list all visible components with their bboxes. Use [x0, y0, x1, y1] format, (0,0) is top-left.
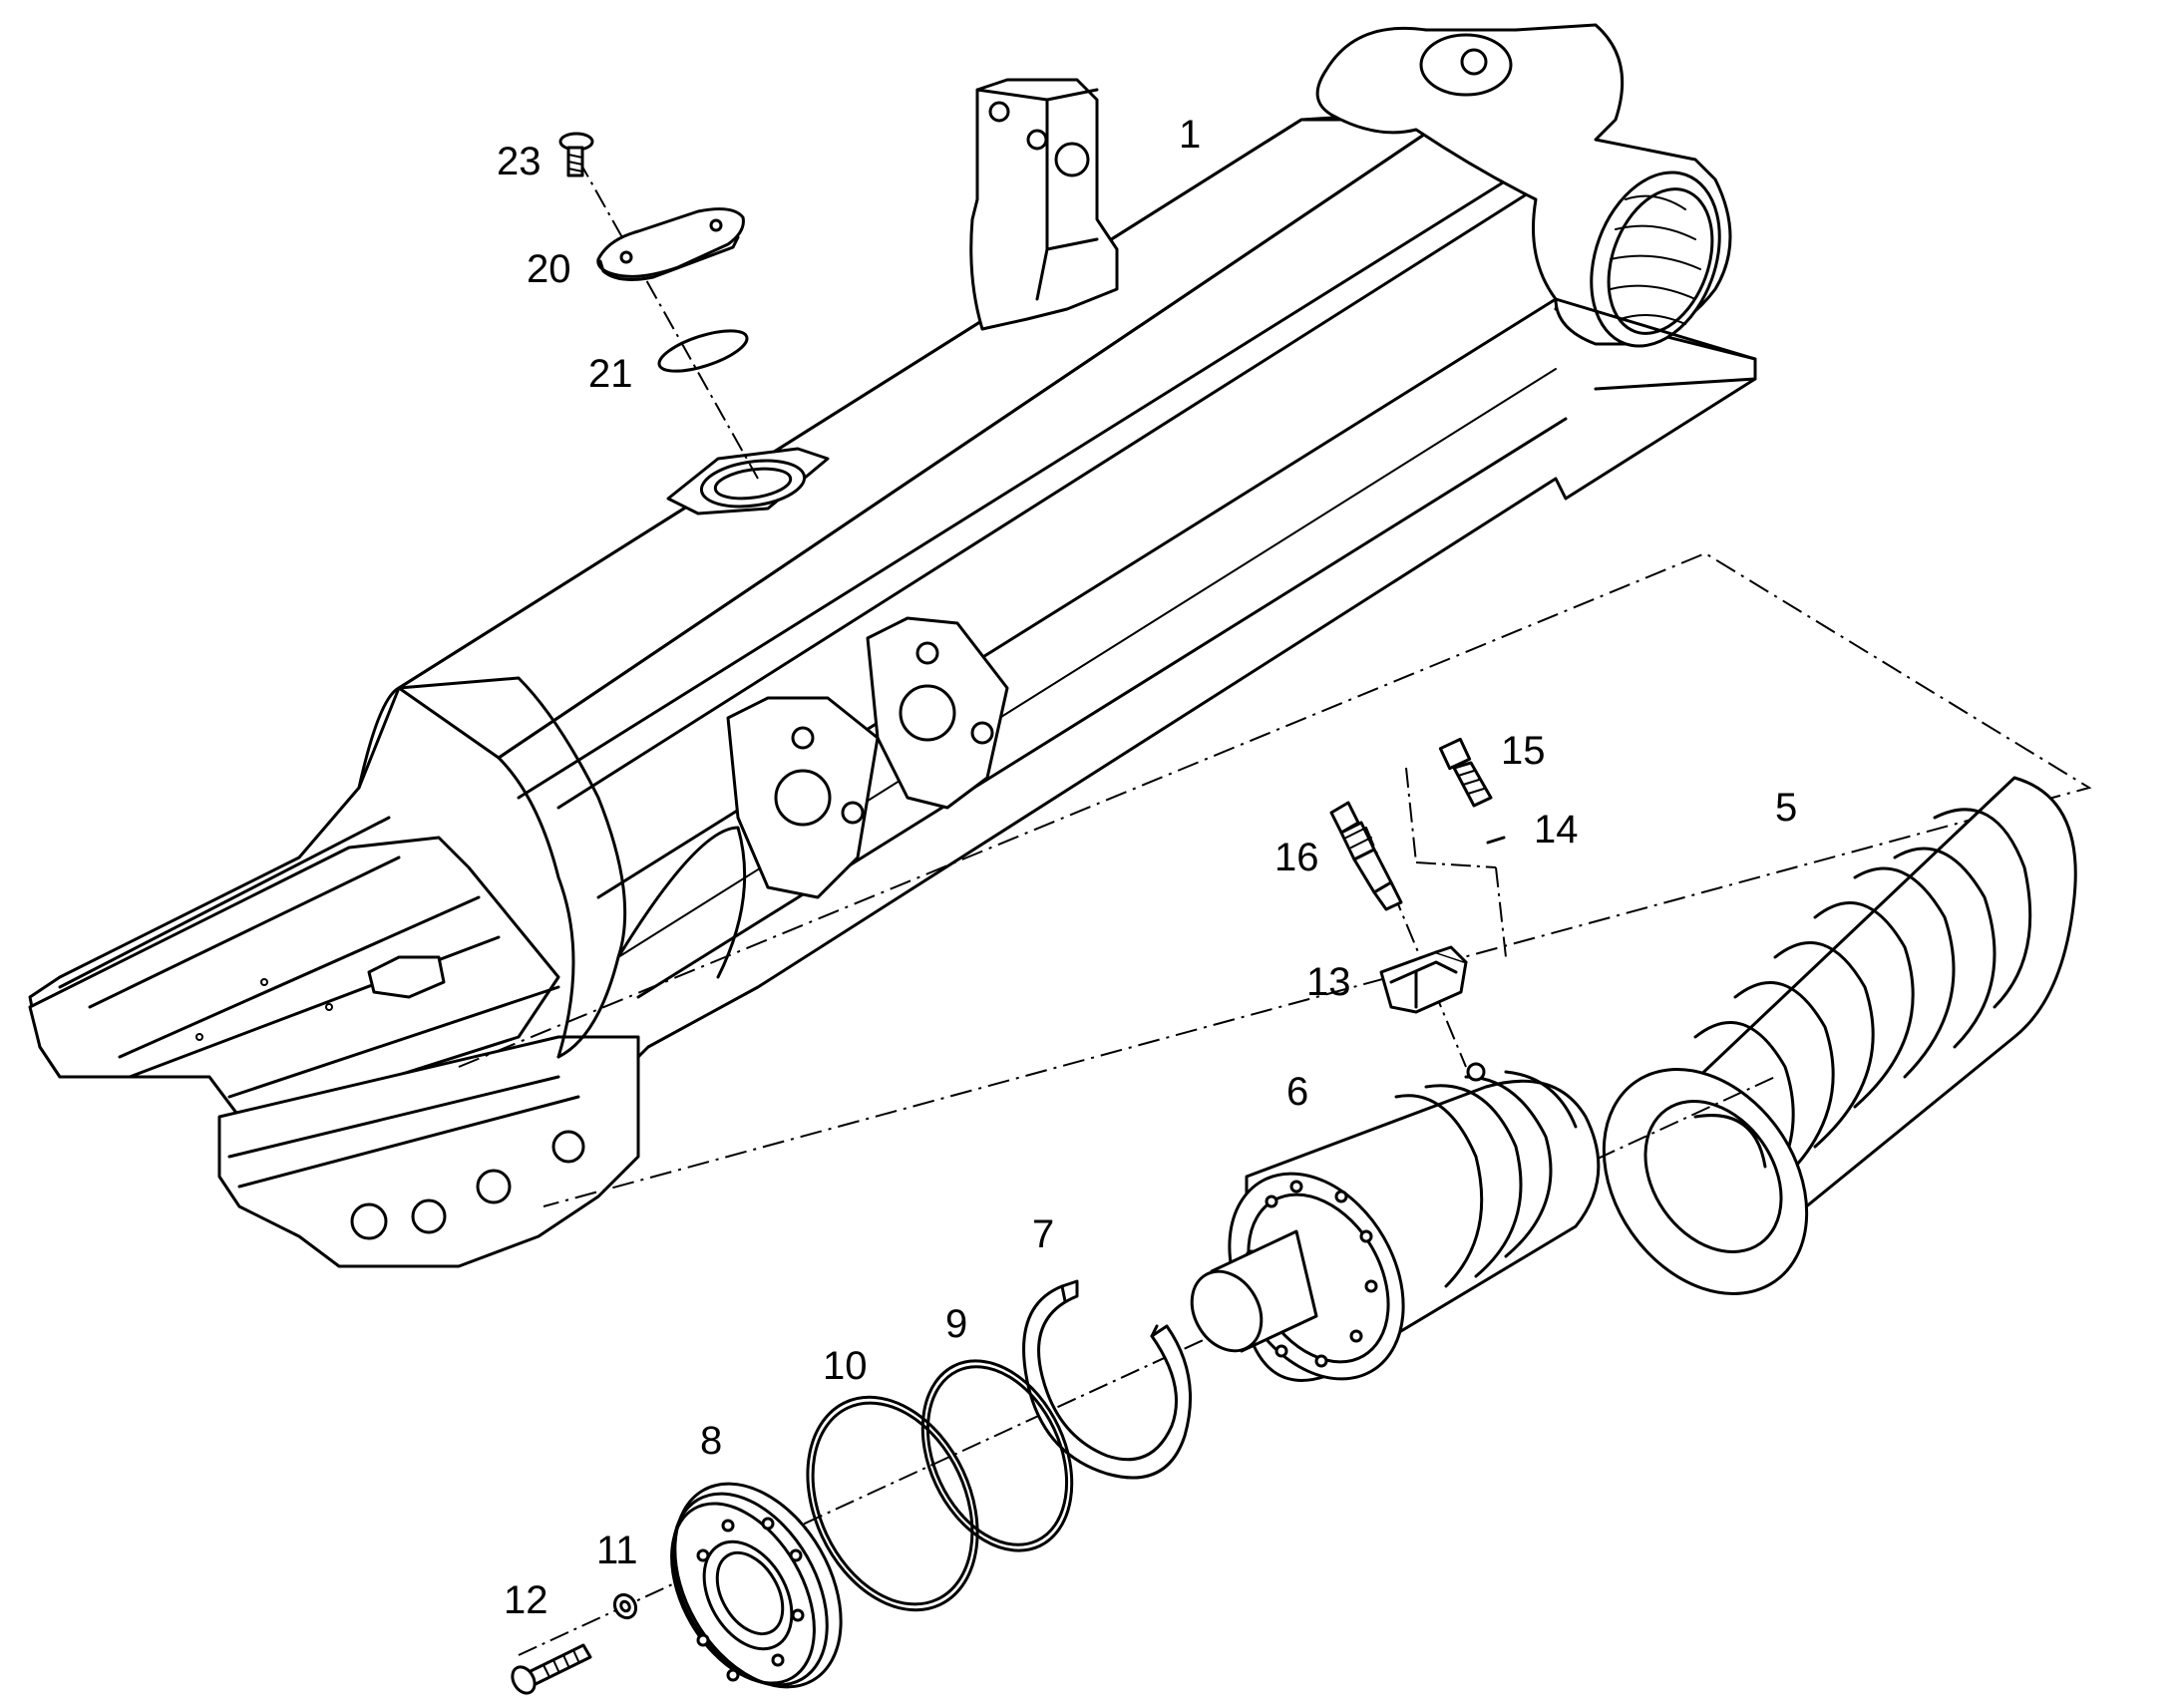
callout-8: 8 [700, 1419, 723, 1463]
grease-nipple-16 [1329, 801, 1403, 911]
axle-hub-6 [1190, 1062, 1601, 1382]
callout-21: 21 [588, 352, 633, 396]
o-ring-9-inner [925, 1365, 1069, 1546]
callout-7: 7 [1032, 1212, 1055, 1256]
top-port-parts [558, 132, 759, 480]
seal-housing-8 [670, 1482, 843, 1689]
callout-9: 9 [945, 1302, 968, 1346]
screw-23 [558, 132, 594, 177]
split-ring-7 [1022, 1279, 1192, 1480]
bolt-15 [1438, 737, 1493, 808]
clip-13 [1379, 945, 1468, 1014]
pin-14 [1486, 836, 1506, 845]
callout-5: 5 [1775, 786, 1798, 830]
callout-10: 10 [823, 1344, 868, 1388]
callout-20: 20 [527, 247, 571, 291]
callout-23: 23 [497, 140, 542, 183]
callout-14: 14 [1534, 808, 1579, 852]
track-frame-beam [28, 23, 1757, 1268]
callout-1: 1 [1179, 113, 1202, 157]
assembly-boundary [458, 551, 2092, 1207]
callout-16: 16 [1274, 836, 1319, 879]
washer-11 [612, 1592, 638, 1620]
o-ring-9 [920, 1359, 1074, 1552]
callout-11: 11 [596, 1529, 638, 1572]
callout-12: 12 [504, 1578, 548, 1622]
screw-12 [511, 1643, 592, 1695]
small-fittings [1329, 737, 1507, 1068]
o-ring-21 [657, 329, 749, 373]
idler-wheel-5 [1602, 776, 2077, 1295]
callout-15: 15 [1501, 729, 1546, 773]
cover-plate-20 [596, 207, 745, 281]
o-ring-10-inner [811, 1401, 974, 1606]
callout-13: 13 [1306, 960, 1351, 1004]
callout-6: 6 [1286, 1070, 1309, 1114]
o-ring-10 [806, 1395, 979, 1612]
